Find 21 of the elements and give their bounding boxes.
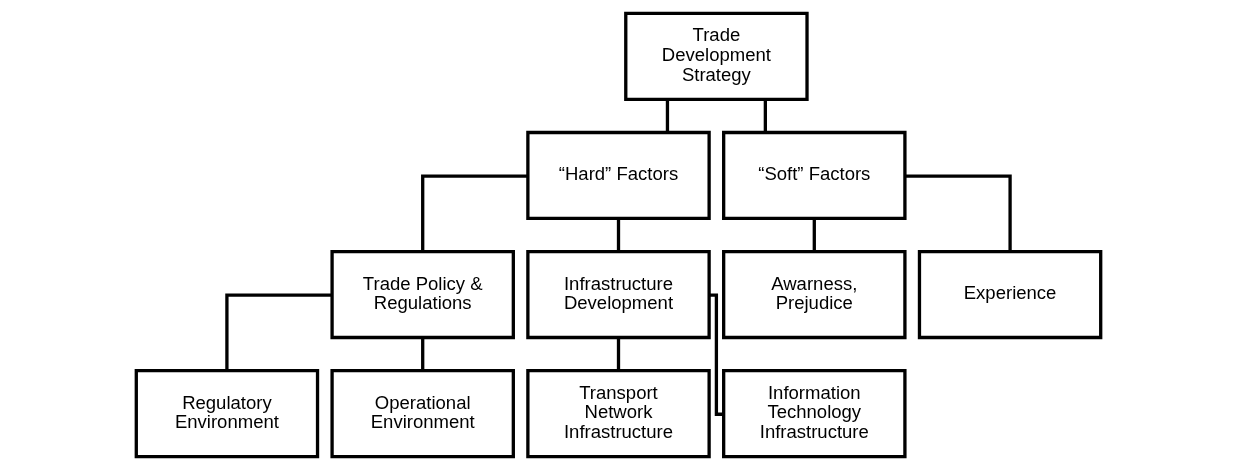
connector (763, 99, 767, 133)
node-box: Trade Policy & Regulations (330, 249, 515, 340)
node-box: Operational Environment (330, 368, 515, 459)
node-box: Regulatory Environment (134, 368, 320, 459)
node-box: Trade Development Strategy (624, 11, 809, 102)
node-box: Infrastructure Development (526, 249, 711, 340)
connector (812, 218, 816, 252)
node-box: Experience (917, 249, 1103, 340)
connector (709, 293, 724, 416)
connector (421, 337, 425, 371)
node-box: Awarness, Prejudice (722, 249, 907, 340)
connector (616, 337, 621, 371)
connector (421, 174, 528, 252)
connector (225, 293, 332, 371)
connector (665, 99, 670, 133)
node-box: “Hard” Factors (526, 130, 711, 221)
node-box: Transport Network Infrastructure (526, 368, 711, 459)
node-box: “Soft” Factors (722, 130, 907, 221)
connector (616, 218, 621, 252)
node-box: Information Technology Infrastructure (722, 368, 907, 459)
connector (905, 174, 1012, 252)
